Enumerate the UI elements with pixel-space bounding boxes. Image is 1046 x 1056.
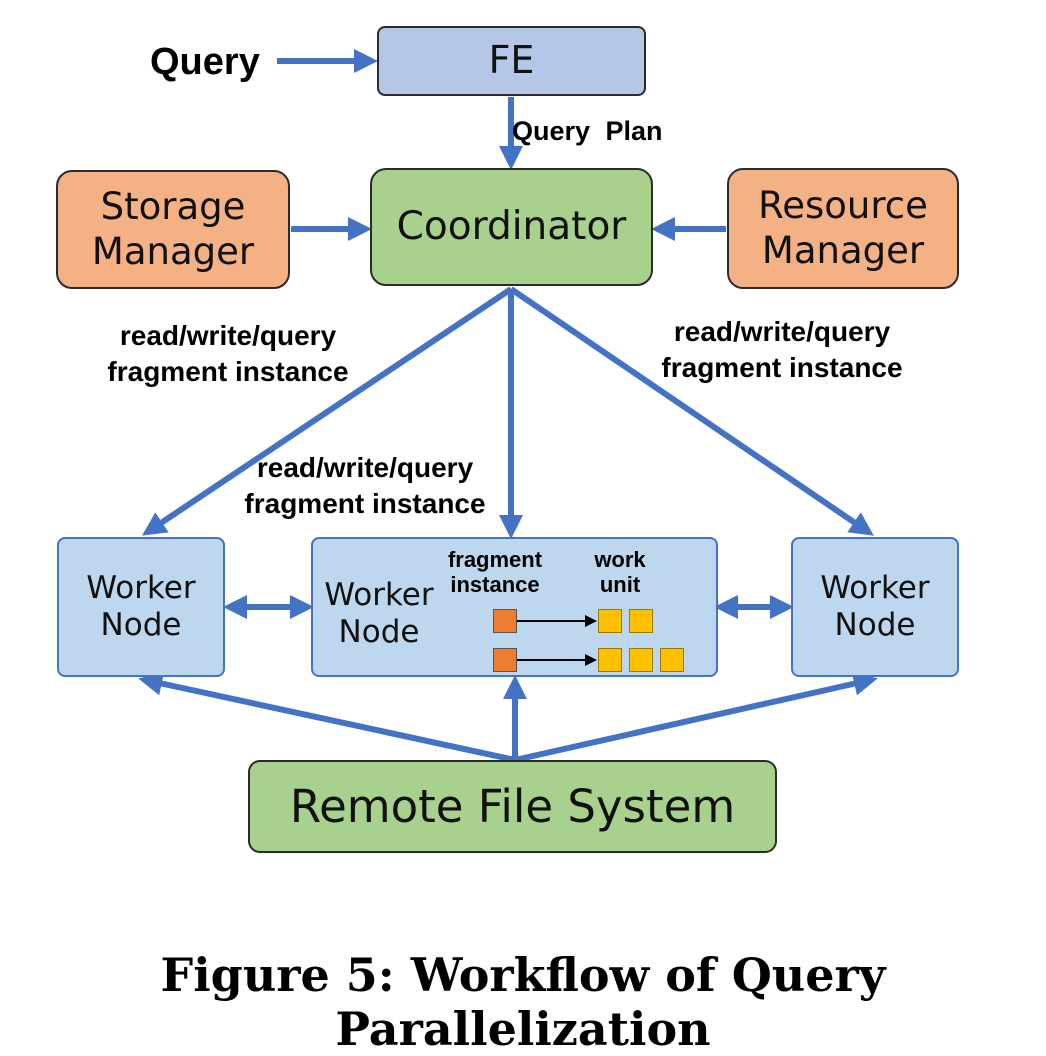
- fragment-instance-square: [493, 648, 517, 672]
- diagram-arrows: [138, 49, 878, 763]
- work-unit-square: [598, 609, 622, 633]
- work-unit-square: [598, 648, 622, 672]
- query-input-label: Query: [150, 41, 260, 83]
- work-unit-square: [629, 648, 653, 672]
- arrow-rfs-to-right-worker: [514, 671, 878, 763]
- work-unit-square: [629, 609, 653, 633]
- coordinator-node: Coordinator: [370, 168, 653, 286]
- worker-node-center: Worker Node fragment instance work unit: [311, 537, 718, 677]
- edge-label-right: read/write/query fragment instance: [661, 316, 903, 384]
- fragment-to-unit-arrows: [517, 615, 597, 666]
- work-unit-label: work unit: [594, 547, 646, 598]
- edge-label-center: read/write/query fragment instance: [244, 452, 486, 520]
- figure-caption: Figure 5: Workflow of Query Parallelizat…: [160, 948, 886, 1056]
- arrow-coordinator-to-left-worker: [142, 286, 513, 536]
- fragment-instance-label: fragment instance: [447, 547, 543, 598]
- worker-node-left: Worker Node: [57, 537, 225, 677]
- storage-manager-node: Storage Manager: [56, 170, 290, 289]
- worker-node-right: Worker Node: [791, 537, 959, 677]
- worker-node-center-label: Worker Node: [324, 577, 434, 651]
- resource-manager-node: Resource Manager: [727, 168, 959, 289]
- arrow-rfs-to-left-worker: [138, 671, 516, 763]
- fragment-instance-square: [493, 609, 517, 633]
- fe-node: FE: [377, 26, 646, 96]
- edge-label-left: read/write/query fragment instance: [107, 320, 349, 388]
- work-unit-square: [660, 648, 684, 672]
- remote-file-system-node: Remote File System: [248, 760, 777, 853]
- arrow-coordinator-to-right-worker: [509, 286, 874, 536]
- query-plan-label: Query Plan: [512, 116, 663, 146]
